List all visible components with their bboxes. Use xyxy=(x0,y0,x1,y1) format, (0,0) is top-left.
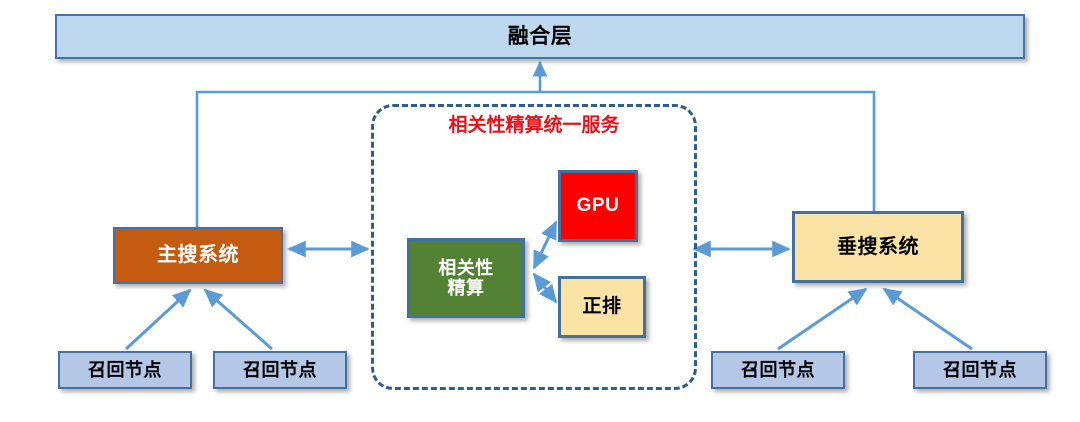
connector-recall-1-to-main-search xyxy=(203,288,273,351)
recall-node-label: 召回节点 xyxy=(741,359,815,380)
fusion-layer-label: 融合层 xyxy=(507,24,573,48)
relevance-calculation-box[interactable]: 相关性 精算 xyxy=(407,238,525,318)
recall-node-label: 召回节点 xyxy=(243,359,317,380)
connector-recall-2-to-vertical-search xyxy=(777,287,868,351)
connector-recall-3-to-vertical-search xyxy=(882,287,973,351)
main-search-system-box[interactable]: 主搜系统 xyxy=(113,227,283,284)
fusion-layer-box[interactable]: 融合层 xyxy=(55,14,1025,59)
recall-node-label: 召回节点 xyxy=(88,359,162,380)
service-boundary-title: 相关性精算统一服务 xyxy=(448,115,620,136)
vertical-search-system-label: 垂搜系统 xyxy=(837,235,919,258)
main-search-system-label: 主搜系统 xyxy=(157,244,239,267)
relevance-calculation-label: 相关性 精算 xyxy=(438,257,494,298)
vertical-search-system-box[interactable]: 垂搜系统 xyxy=(792,211,964,283)
gpu-label: GPU xyxy=(576,195,620,217)
forward-index-box[interactable]: 正排 xyxy=(558,276,646,338)
connector-recall-0-to-main-search xyxy=(124,288,192,351)
forward-index-label: 正排 xyxy=(582,296,622,318)
recall-node-box[interactable]: 召回节点 xyxy=(58,351,192,389)
recall-node-label: 召回节点 xyxy=(943,359,1017,380)
gpu-box[interactable]: GPU xyxy=(558,170,638,242)
recall-node-box[interactable]: 召回节点 xyxy=(213,351,347,389)
recall-node-box[interactable]: 召回节点 xyxy=(711,351,845,389)
recall-node-box[interactable]: 召回节点 xyxy=(913,351,1047,389)
